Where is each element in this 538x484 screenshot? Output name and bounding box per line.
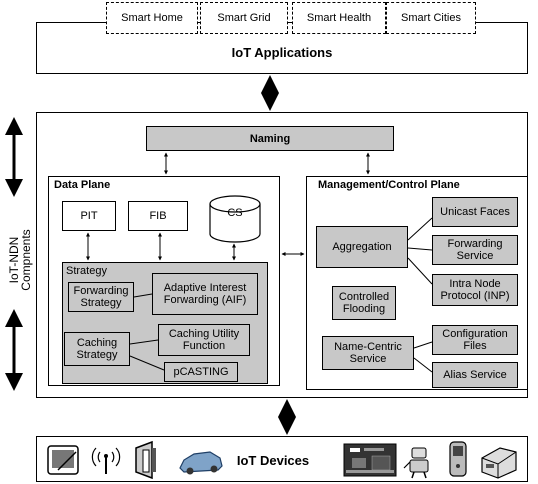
forwarding-service-label: Forwarding Service <box>447 238 503 262</box>
data-plane-title: Data Plane <box>54 179 111 191</box>
app-smart-cities-top-label: Smart Cities <box>401 12 461 24</box>
naming-label: Naming <box>249 132 291 145</box>
forwarding-service-box: Forwarding Service <box>432 235 518 265</box>
controlled-flooding-label: Controlled Flooding <box>338 291 390 315</box>
aif-box: Adaptive Interest Forwarding (AIF) <box>152 273 258 315</box>
app-smart-cities-top: Smart Cities <box>386 2 476 34</box>
name-centric-box: Name-Centric Service <box>322 336 414 370</box>
pcasting-box: pCASTING <box>164 362 238 382</box>
forwarding-strategy-box: Forwarding Strategy <box>68 282 134 312</box>
app-smart-health-top: Smart Health <box>292 2 386 34</box>
caching-strategy-box: Caching Strategy <box>64 332 130 366</box>
caching-utility-box: Caching Utility Function <box>158 324 250 356</box>
app-smart-home-top-label: Smart Home <box>121 12 183 24</box>
unicast-faces-box: Unicast Faces <box>432 197 518 227</box>
alias-service-box: Alias Service <box>432 362 518 388</box>
fib-box: FIB <box>128 201 188 231</box>
pit-box: PIT <box>62 201 116 231</box>
inp-box: Intra Node Protocol (INP) <box>432 274 518 306</box>
alias-service-label: Alias Service <box>443 369 507 381</box>
app-smart-health-top-label: Smart Health <box>306 12 372 24</box>
app-smart-grid-top: Smart Grid <box>200 2 288 34</box>
configuration-files-label: Configuration Files <box>442 328 508 352</box>
forwarding-strategy-label: Forwarding Strategy <box>73 285 129 309</box>
cs-label: CS <box>227 207 243 219</box>
fib-label: FIB <box>149 210 167 222</box>
aggregation-label: Aggregation <box>332 241 392 253</box>
iot-applications-title: IoT Applications <box>231 44 333 60</box>
pcasting-label: pCASTING <box>173 366 229 378</box>
components-label: IoT-NDN Compnents <box>7 210 33 310</box>
controlled-flooding-box: Controlled Flooding <box>332 286 396 320</box>
inp-label: Intra Node Protocol (INP) <box>440 278 510 302</box>
iot-devices-title: IoT Devices <box>236 452 310 468</box>
aggregation-box: Aggregation <box>316 226 408 268</box>
naming-box: Naming <box>146 126 394 151</box>
pit-label: PIT <box>80 210 98 222</box>
caching-utility-label: Caching Utility Function <box>168 328 240 352</box>
name-centric-label: Name-Centric Service <box>334 341 402 365</box>
components-label-text: IoT-NDN Compnents <box>7 229 33 291</box>
configuration-files-box: Configuration Files <box>432 325 518 355</box>
management-plane-title: Management/Control Plane <box>318 179 460 191</box>
strategy-title: Strategy <box>66 265 107 277</box>
unicast-faces-label: Unicast Faces <box>440 206 510 218</box>
aif-label: Adaptive Interest Forwarding (AIF) <box>163 282 247 306</box>
caching-strategy-label: Caching Strategy <box>76 337 118 361</box>
app-smart-grid-top-label: Smart Grid <box>217 12 271 24</box>
app-smart-home-top: Smart Home <box>106 2 198 34</box>
